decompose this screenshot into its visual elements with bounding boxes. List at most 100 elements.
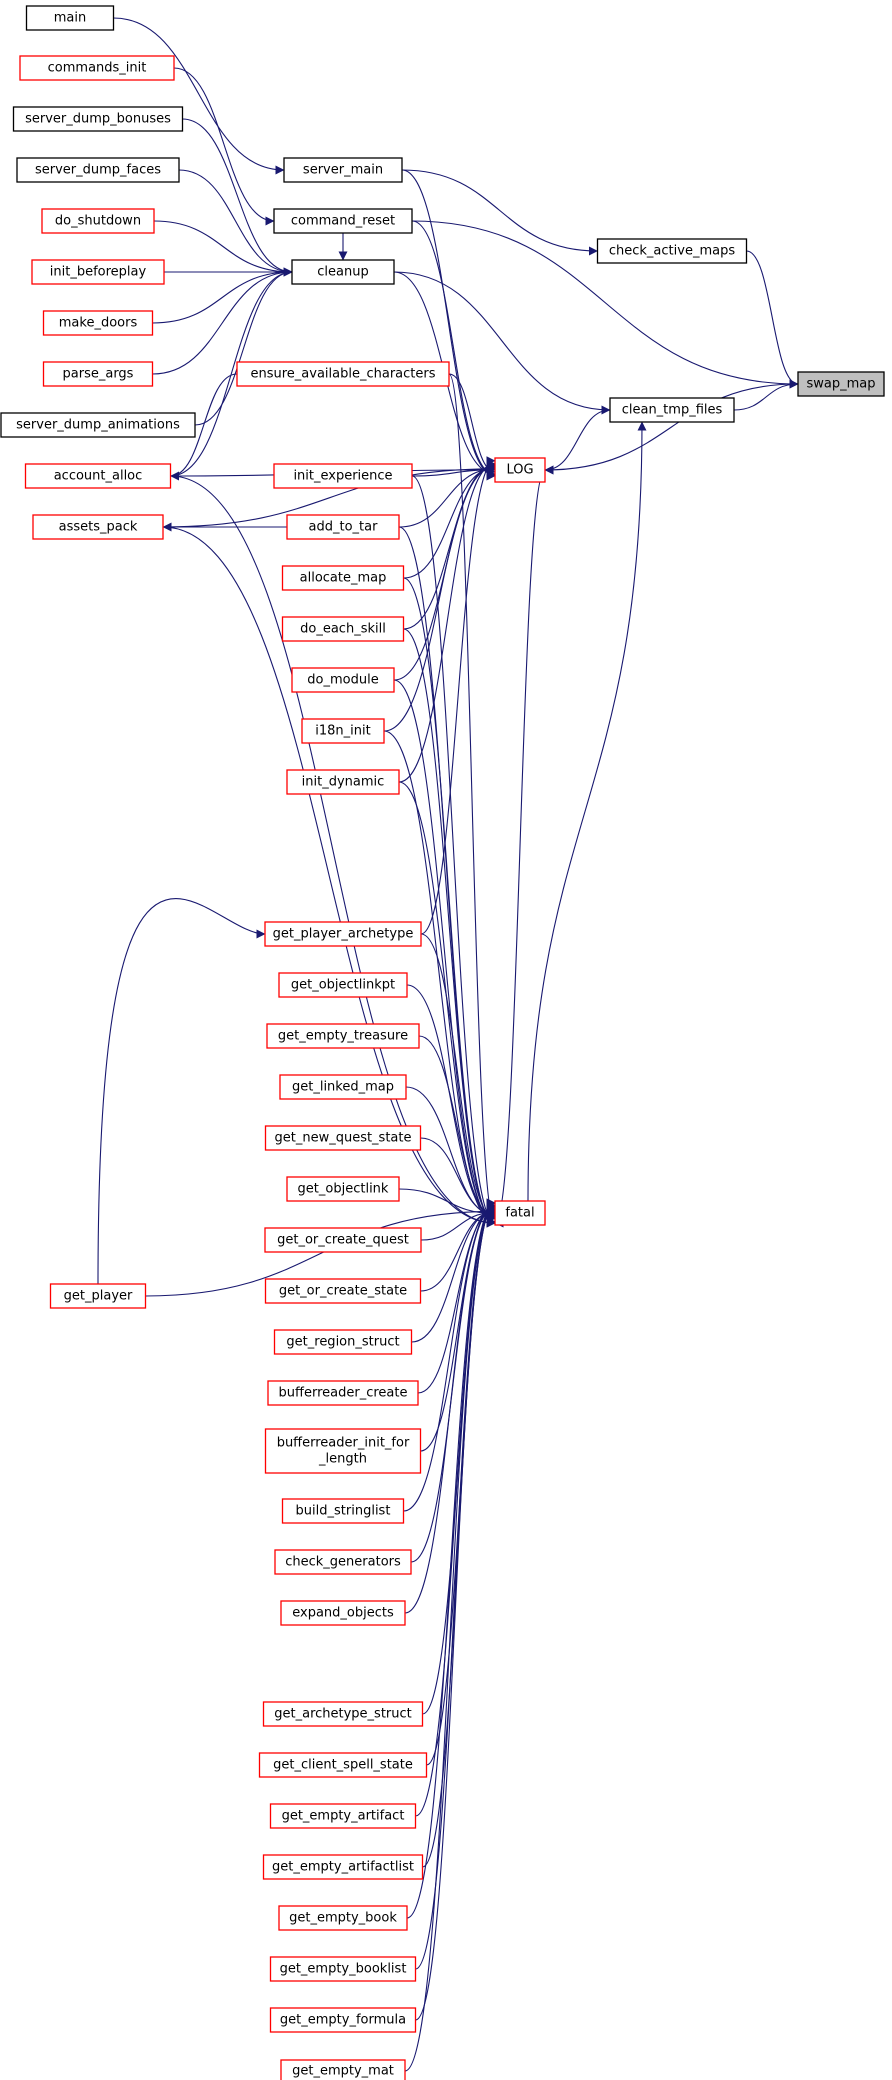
node-get-or-create-quest[interactable]: get_or_create_quest (264, 1227, 422, 1253)
node-box (286, 1176, 400, 1202)
edge-server-dump-faces-to-cleanup (178, 169, 293, 277)
node-box (797, 371, 885, 397)
node-clean-tmp-files[interactable]: clean_tmp_files (609, 397, 735, 423)
edge-server-main-to-LOG (401, 169, 496, 481)
node-box (596, 238, 748, 264)
node-swap-map[interactable]: swap_map (797, 371, 885, 397)
edge-ensure-available-characters-to-account-alloc (170, 373, 238, 481)
node-box (269, 1956, 417, 1982)
node-server-dump-bonuses[interactable]: server_dump_bonuses (12, 106, 184, 132)
edge-check-active-maps-to-swap-map (746, 250, 799, 389)
node-do-shutdown[interactable]: do_shutdown (41, 208, 155, 234)
node-expand-objects[interactable]: expand_objects (280, 1600, 406, 1626)
node-label: ensure_available_characters (250, 367, 435, 382)
node-make-doors[interactable]: make_doors (42, 310, 154, 336)
node-get-empty-treasure[interactable]: get_empty_treasure (266, 1023, 420, 1049)
edge-server-dump-animations-to-cleanup (194, 267, 293, 426)
node-get-objectlink[interactable]: get_objectlink (286, 1176, 400, 1202)
node-get-linked-map[interactable]: get_linked_map (279, 1074, 407, 1100)
node-assets-pack[interactable]: assets_pack (32, 514, 164, 540)
node-label: build_stringlist (296, 1504, 391, 1519)
node-cleanup[interactable]: cleanup (291, 259, 395, 285)
node-server-dump-faces[interactable]: server_dump_faces (16, 157, 180, 183)
node-allocate-map[interactable]: allocate_map (281, 565, 405, 591)
node-get-region-struct[interactable]: get_region_struct (273, 1329, 413, 1355)
node-box (32, 514, 164, 540)
node-get-empty-mat[interactable]: get_empty_mat (280, 2059, 406, 2080)
node-box (24, 463, 172, 489)
node-commands-init[interactable]: commands_init (19, 55, 175, 81)
node-add-to-tar[interactable]: add_to_tar (286, 514, 400, 540)
node-get-empty-formula[interactable]: get_empty_formula (269, 2007, 417, 2033)
node-parse-args[interactable]: parse_args (42, 361, 154, 387)
node-get-empty-artifactlist[interactable]: get_empty_artifactlist (262, 1854, 424, 1880)
node-label: _length (318, 1452, 367, 1467)
node-bufferreader-create[interactable]: bufferreader_create (267, 1380, 419, 1406)
edge-get-empty-mat-to-fatal (404, 1198, 496, 2072)
node-box (267, 1380, 419, 1406)
node-account-alloc[interactable]: account_alloc (24, 463, 172, 489)
node-do-each-skill[interactable]: do_each_skill (281, 616, 405, 642)
node-label: do_each_skill (300, 622, 386, 637)
node-box (264, 921, 422, 947)
node-label: server_main (303, 163, 383, 178)
node-label: parse_args (63, 367, 134, 382)
edge-swap-map-to-LOG (544, 383, 799, 475)
node-label: get_empty_artifactlist (272, 1860, 414, 1875)
node-server-main[interactable]: server_main (283, 157, 403, 183)
node-box (264, 1227, 422, 1253)
edge-init-experience-to-fatal (411, 475, 496, 1228)
edge-init-dynamic-to-LOG (398, 459, 496, 783)
edge-get-objectlink-to-fatal (398, 1188, 496, 1218)
node-i18n-init[interactable]: i18n_init (301, 718, 385, 744)
node-label: i18n_init (315, 724, 370, 739)
edge-commands-init-to-command-reset (173, 67, 275, 226)
node-get-empty-artifact[interactable]: get_empty_artifact (269, 1803, 417, 1829)
node-box (16, 157, 180, 183)
edge-account-alloc-to-cleanup (170, 267, 293, 477)
node-box (0, 412, 196, 438)
node-label: command_reset (291, 214, 395, 229)
node-box (264, 1278, 422, 1304)
edge-server-dump-bonuses-to-cleanup (182, 118, 293, 277)
node-server-dump-animations[interactable]: server_dump_animations (0, 412, 196, 438)
node-label: expand_objects (292, 1606, 394, 1621)
edge-clean-tmp-files-to-LOG (544, 409, 611, 475)
node-label: do_shutdown (55, 214, 141, 229)
node-init-experience[interactable]: init_experience (273, 463, 413, 489)
node-init-beforeplay[interactable]: init_beforeplay (31, 259, 165, 285)
edge-make-doors-to-cleanup (152, 267, 293, 324)
node-check-generators[interactable]: check_generators (274, 1549, 412, 1575)
node-get-objectlinkpt[interactable]: get_objectlinkpt (278, 972, 408, 998)
node-get-client-spell-state[interactable]: get_client_spell_state (258, 1752, 428, 1778)
edge-server-main-to-check-active-maps (401, 169, 598, 256)
node-box (286, 769, 400, 795)
node-check-active-maps[interactable]: check_active_maps (596, 238, 748, 264)
edge-get-player-to-fatal (145, 1206, 496, 1297)
node-ensure-available-characters[interactable]: ensure_available_characters (236, 361, 450, 387)
node-command-reset[interactable]: command_reset (273, 208, 413, 234)
node-box (264, 1428, 422, 1474)
node-do-module[interactable]: do_module (291, 667, 395, 693)
node-get-player[interactable]: get_player (49, 1283, 147, 1309)
node-get-empty-book[interactable]: get_empty_book (278, 1905, 408, 1931)
node-build-stringlist[interactable]: build_stringlist (281, 1498, 405, 1524)
edge-get-player-archetype-to-LOG (420, 456, 496, 935)
node-get-player-archetype[interactable]: get_player_archetype (264, 921, 422, 947)
node-main[interactable]: main (25, 5, 115, 31)
node-box (19, 55, 175, 81)
edge-i18n-init-to-LOG (383, 460, 496, 732)
node-fatal[interactable]: fatal (494, 1200, 546, 1226)
node-LOG[interactable]: LOG (494, 457, 546, 483)
node-get-empty-booklist[interactable]: get_empty_booklist (269, 1956, 417, 1982)
node-box (281, 616, 405, 642)
node-box (291, 259, 395, 285)
node-get-new-quest-state[interactable]: get_new_quest_state (264, 1125, 422, 1151)
node-init-dynamic[interactable]: init_dynamic (286, 769, 400, 795)
node-bufferreader-init-for-length[interactable]: bufferreader_init_for_length (264, 1428, 422, 1474)
node-get-or-create-state[interactable]: get_or_create_state (264, 1278, 422, 1304)
node-get-archetype-struct[interactable]: get_archetype_struct (262, 1701, 424, 1727)
node-label: get_empty_book (289, 1911, 397, 1926)
edge-expand-objects-to-fatal (404, 1200, 496, 1614)
